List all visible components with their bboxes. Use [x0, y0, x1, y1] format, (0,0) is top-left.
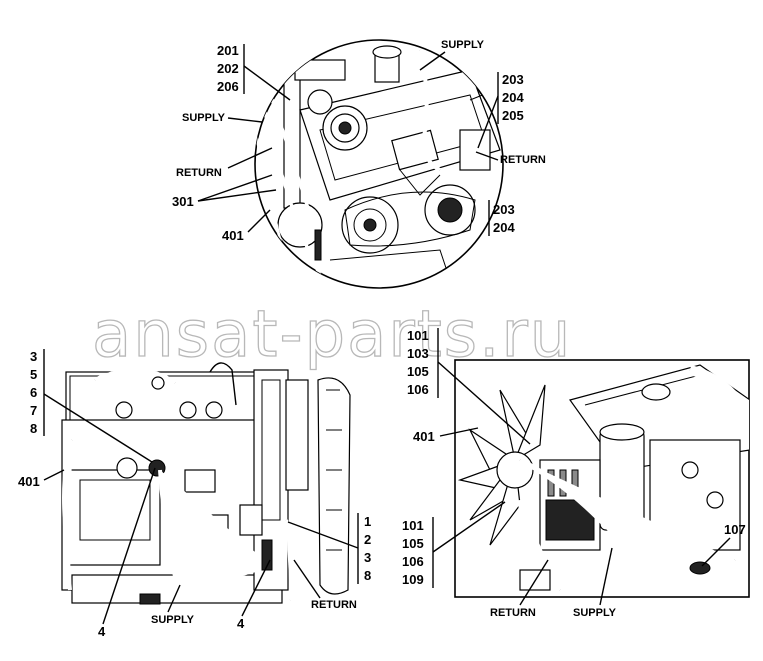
callout-105-upper: 105: [407, 364, 429, 379]
leader-201-206: [243, 65, 291, 101]
top-engine-illustration: [255, 45, 501, 288]
callout-204-lower: 204: [493, 220, 515, 235]
leader-401-right: [439, 427, 479, 437]
callout-4-right: 4: [237, 616, 245, 631]
callout-205: 205: [502, 108, 524, 123]
label-return-right-view: RETURN: [490, 607, 536, 619]
callout-103: 103: [407, 346, 429, 361]
leader-301b: [197, 189, 277, 202]
callout-202: 202: [217, 61, 239, 76]
callout-106-upper: 106: [407, 382, 429, 397]
callout-3-right: 3: [364, 550, 371, 565]
callout-106-lower: 106: [402, 554, 424, 569]
label-return-left: RETURN: [176, 167, 222, 179]
callout-401-right: 401: [413, 429, 435, 444]
top-circular-engine-view: 201 202 206 SUPPLY SUPPLY RETURN 301 401…: [172, 39, 546, 289]
callout-109: 109: [402, 572, 424, 587]
callout-301: 301: [172, 194, 194, 209]
leader-4-right: [241, 559, 271, 617]
callout-203-upper: 203: [502, 72, 524, 87]
right-engine-illustration: [457, 364, 749, 593]
callout-2: 2: [364, 532, 371, 547]
callout-105-lower: 105: [402, 536, 424, 551]
callout-206: 206: [217, 79, 239, 94]
leader-supply-right-view: [599, 547, 613, 606]
label-return-right: RETURN: [500, 154, 546, 166]
callout-101-upper: 101: [407, 328, 429, 343]
callout-401-left: 401: [18, 474, 40, 489]
callout-107: 107: [724, 522, 746, 537]
left-side-engine-view: 3 5 6 7 8 401 1 2 3 8 RETURN SUPPLY 4 4: [18, 349, 371, 639]
callout-7: 7: [30, 403, 37, 418]
callout-203-lower: 203: [493, 202, 515, 217]
label-return-left-view: RETURN: [311, 599, 357, 611]
leader-supply-left: [227, 117, 263, 123]
leader-3-8: [43, 393, 153, 463]
leader-supply-top: [419, 51, 446, 71]
leader-301a: [197, 174, 273, 202]
callout-101-lower: 101: [402, 518, 424, 533]
callout-201: 201: [217, 43, 239, 58]
leader-return-left: [227, 147, 273, 169]
callout-204-upper: 204: [502, 90, 524, 105]
leader-supply-left-view: [167, 584, 181, 613]
label-supply-top: SUPPLY: [441, 39, 485, 51]
leader-107: [701, 537, 731, 567]
callout-6: 6: [30, 385, 37, 400]
callout-5: 5: [30, 367, 37, 382]
leader-return-left-view: [293, 559, 321, 599]
label-supply-left: SUPPLY: [182, 112, 226, 124]
leader-203-205: [477, 95, 499, 149]
callout-401-top: 401: [222, 228, 244, 243]
callout-3-left: 3: [30, 349, 37, 364]
leader-101-109: [432, 501, 506, 553]
leader-401-left: [43, 469, 65, 481]
leader-401-top: [247, 209, 271, 233]
callout-1: 1: [364, 514, 371, 529]
callout-4-left: 4: [98, 624, 106, 639]
label-supply-right-view: SUPPLY: [573, 607, 617, 619]
leader-return-right-view: [519, 559, 549, 606]
right-rectangular-engine-view: 101 103 105 106 401 101 105 106 109 107 …: [402, 328, 750, 619]
leader-return-right: [475, 151, 499, 161]
leader-1-8: [287, 521, 359, 549]
leader-101-106-upper: [437, 361, 531, 445]
leader-4-left: [102, 467, 156, 625]
callout-8-right: 8: [364, 568, 371, 583]
label-supply-left-view: SUPPLY: [151, 614, 195, 626]
callout-8-left: 8: [30, 421, 37, 436]
